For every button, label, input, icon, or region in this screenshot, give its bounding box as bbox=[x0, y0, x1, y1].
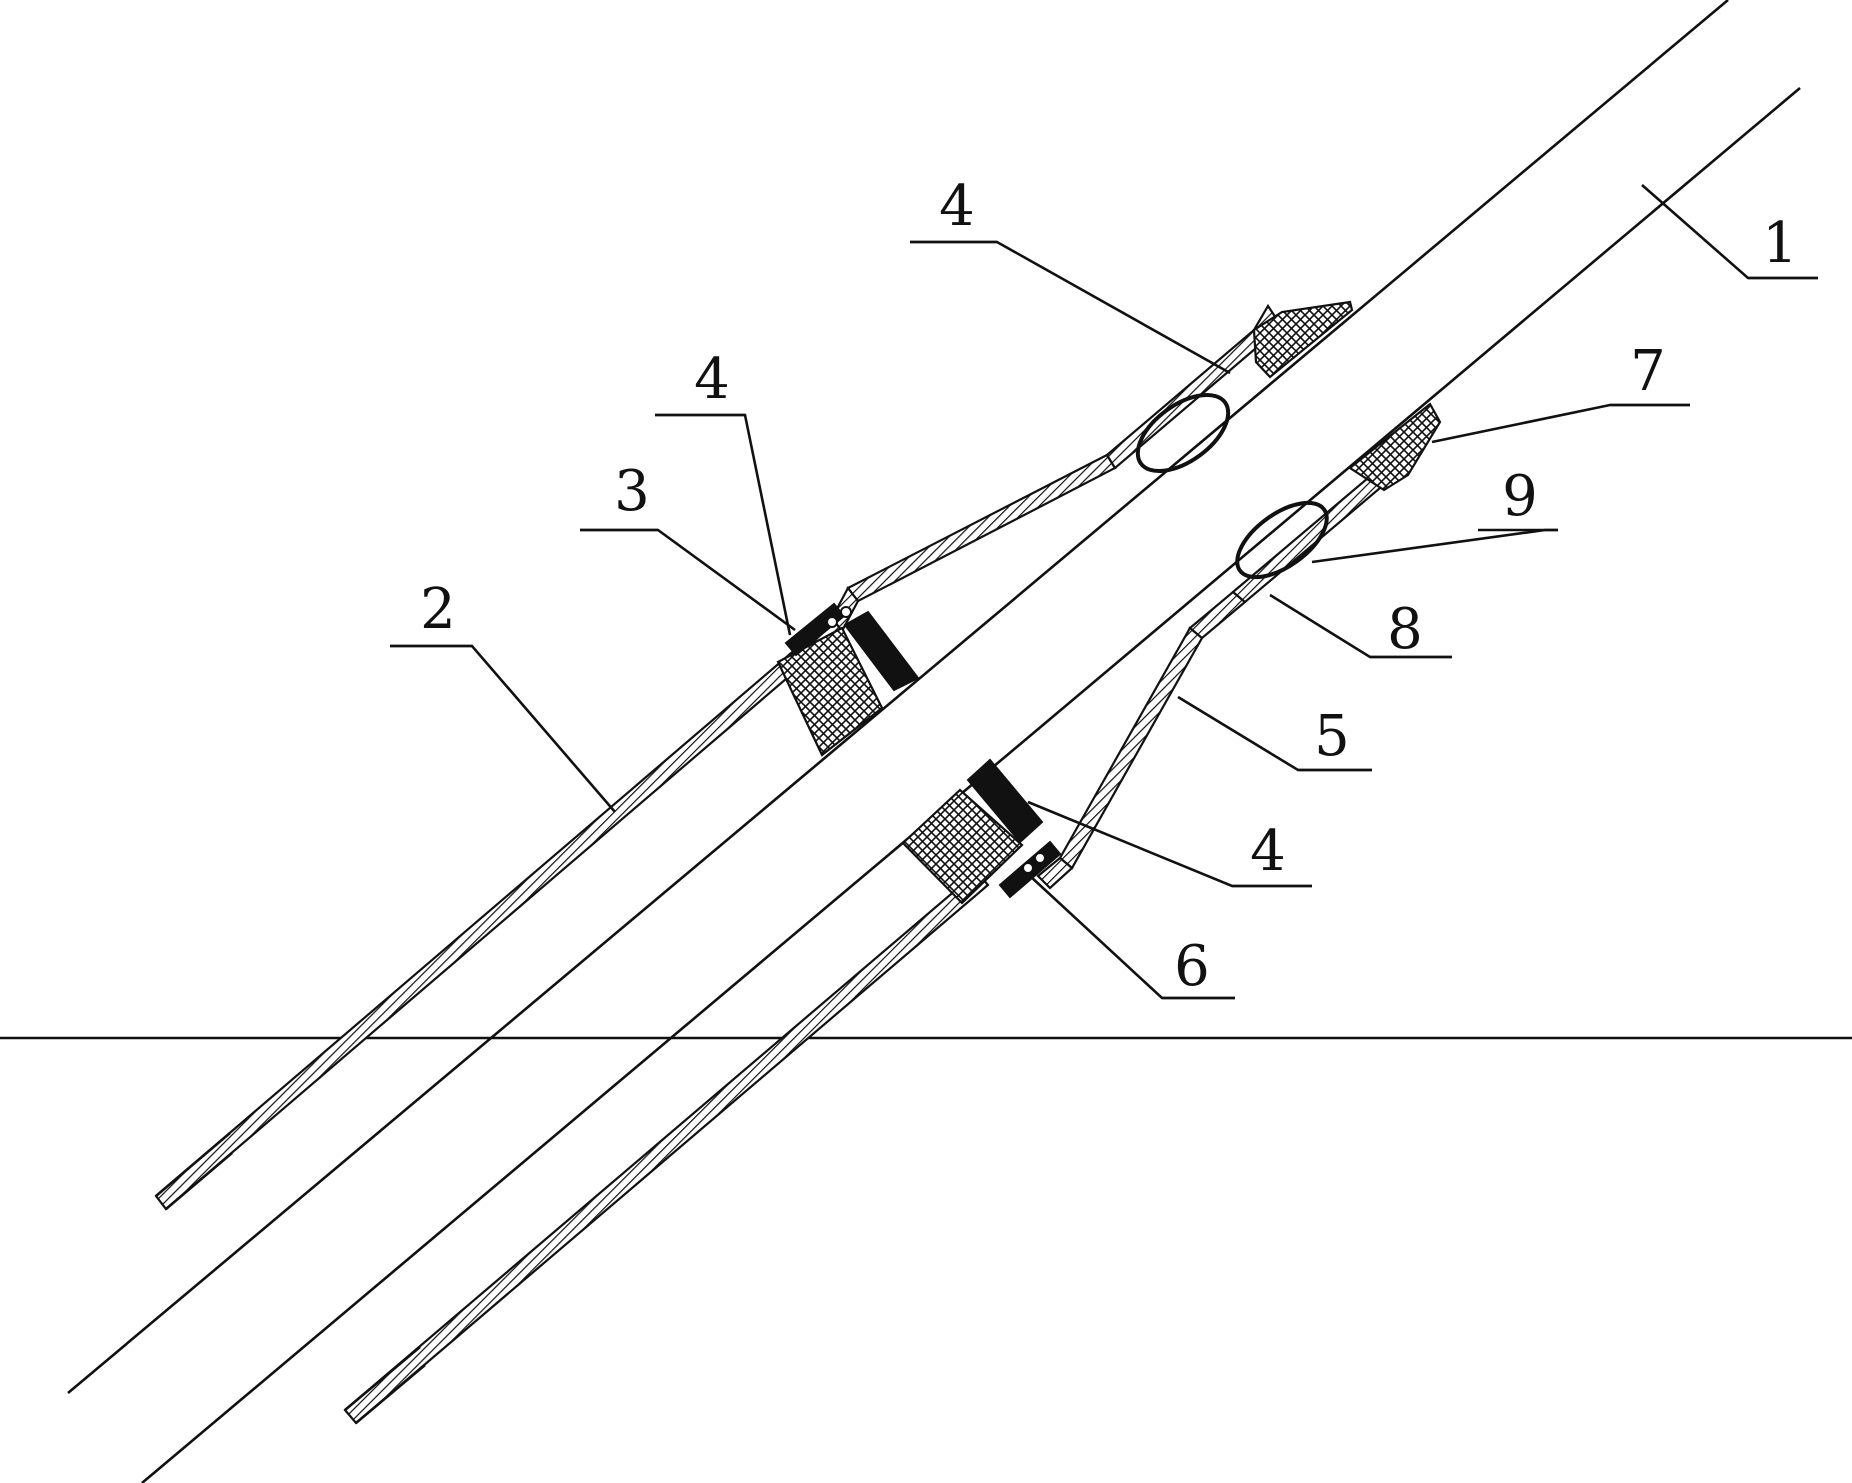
lower-o-ring bbox=[1235, 500, 1329, 580]
label-1: 1 bbox=[1762, 211, 1798, 276]
outer-casing-lower-wall bbox=[343, 870, 990, 1425]
label-2: 2 bbox=[420, 577, 456, 642]
reducer-sleeve-lower bbox=[1036, 449, 1414, 890]
reducer-sleeve-upper bbox=[830, 303, 1278, 634]
inner-pipe bbox=[67, 0, 1801, 1483]
label-underlines bbox=[390, 240, 1818, 1000]
label-9: 9 bbox=[1502, 464, 1538, 529]
upper-seal-band bbox=[843, 610, 920, 692]
label-4-lower: 4 bbox=[1250, 819, 1286, 884]
label-5: 5 bbox=[1314, 704, 1350, 769]
label-7: 7 bbox=[1630, 339, 1666, 404]
top-end-packing-upper bbox=[1252, 300, 1354, 379]
upper-packing-block bbox=[776, 626, 884, 757]
label-4-top: 4 bbox=[939, 174, 975, 239]
top-end-packing-lower bbox=[1348, 402, 1442, 492]
upper-o-ring bbox=[1135, 392, 1231, 474]
lower-packing-block bbox=[901, 788, 1024, 905]
label-3: 3 bbox=[614, 459, 650, 524]
label-8: 8 bbox=[1387, 597, 1423, 662]
outer-casing-upper-wall bbox=[154, 616, 844, 1211]
lower-clamp bbox=[998, 840, 1062, 899]
label-6: 6 bbox=[1174, 934, 1210, 999]
label-4-left: 4 bbox=[694, 347, 730, 412]
upper-clamp bbox=[784, 602, 852, 657]
leader-lines bbox=[390, 184, 1818, 1000]
lower-seal-band bbox=[966, 758, 1044, 844]
